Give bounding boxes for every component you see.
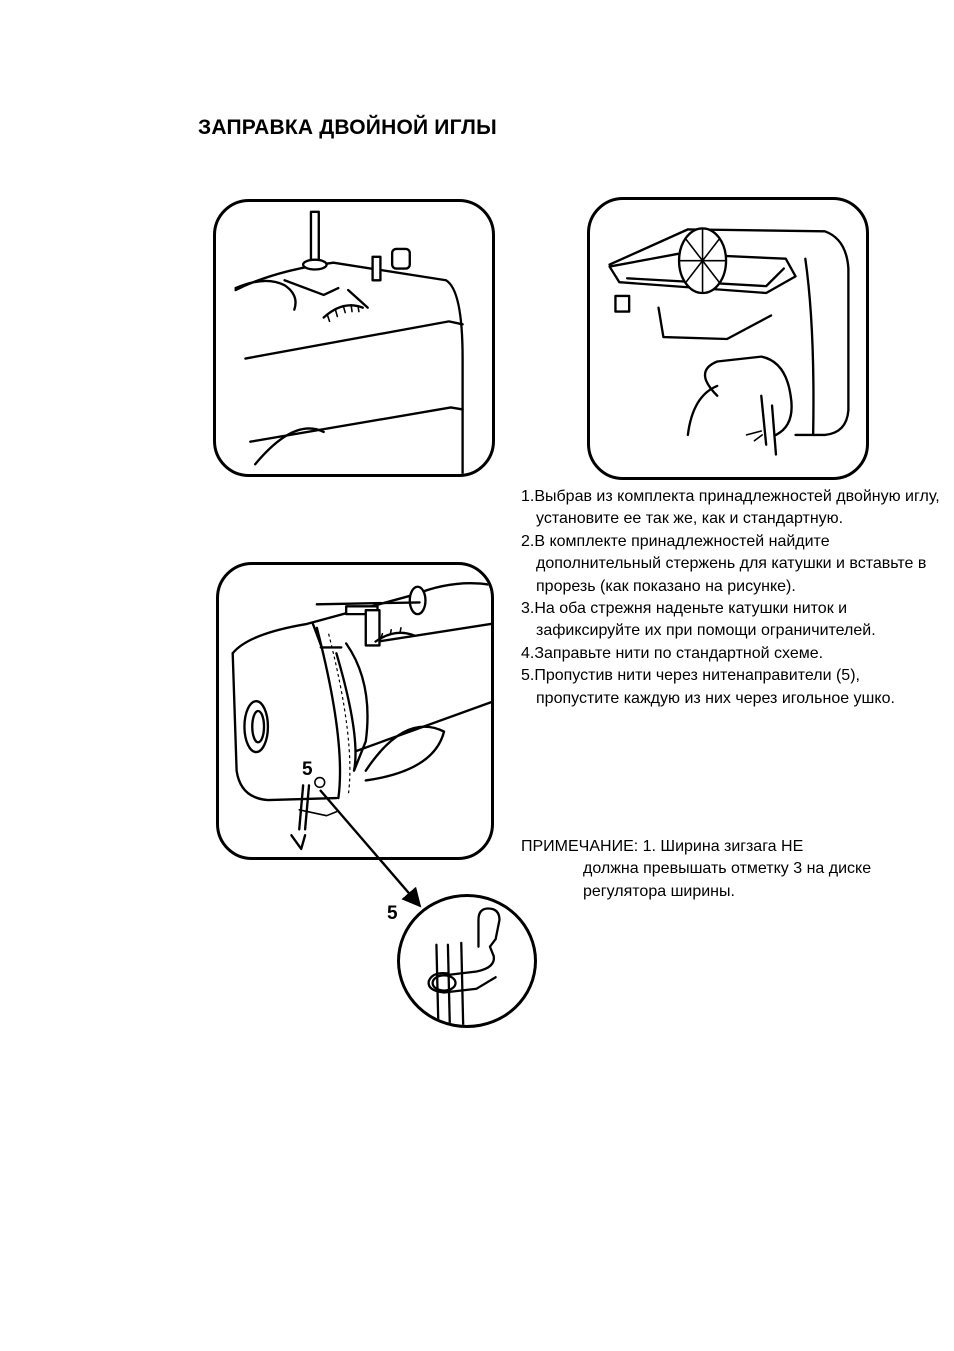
callout-label-5: 5 [302,759,313,780]
callout-label-5-detail: 5 [387,903,398,924]
note: ПРИМЕЧАНИЕ: 1. Ширина зигзага НЕ должна … [521,836,941,903]
note-prefix: ПРИМЕЧАНИЕ: 1. Ширина зигзага НЕ [521,838,804,855]
bobbin-winder-drawing [608,227,850,456]
illustration-spool-pins [213,199,495,477]
instruction-step-2: 2.В комплекте принадлежностей найдите до… [521,532,927,595]
thread-guide-drawing [427,907,501,1025]
instructions-list: 1.Выбрав из комплекта принадлежностей дв… [521,486,941,710]
machine-head-drawing [231,582,491,851]
thread-guide-detail [397,894,537,1028]
page-title: ЗАПРАВКА ДВОЙНОЙ ИГЛЫ [198,116,497,139]
instruction-step-4: 4.Заправьте нити по стандартной схеме. [521,644,824,662]
note-body: должна превышать отметку 3 на диске регу… [583,860,872,900]
illustration-bobbin-winder [587,197,869,480]
instruction-step-1: 1.Выбрав из комплекта принадлежностей дв… [521,488,940,528]
spool-pins-drawing [234,210,464,474]
illustration-machine-head [216,562,494,860]
instruction-step-3: 3.На оба стрежня наденьте катушки ниток … [521,600,876,640]
instruction-step-5: 5.Пропустив нити через нитенаправители (… [521,667,895,707]
